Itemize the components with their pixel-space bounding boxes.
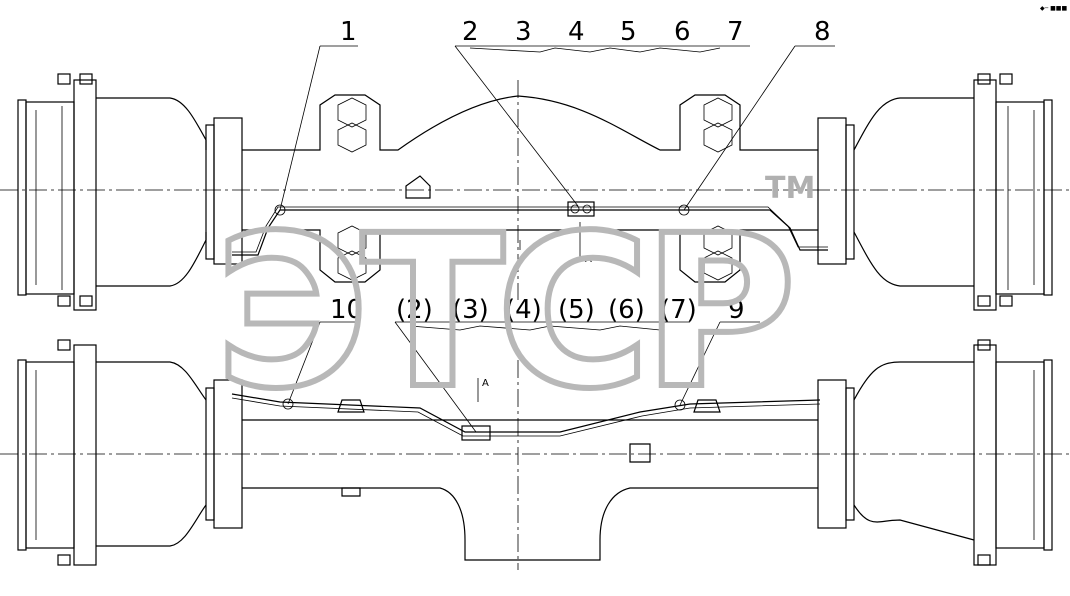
callout-5: 5	[620, 17, 637, 47]
callout-7-ref: (7)	[660, 295, 697, 325]
callout-7: 7	[727, 17, 744, 47]
leader-lines	[279, 45, 835, 433]
callout-6: 6	[674, 17, 691, 47]
callout-10: 10	[330, 295, 363, 325]
callout-5-ref: (5)	[558, 295, 595, 325]
callout-4: 4	[568, 17, 585, 47]
callout-2: 2	[462, 17, 479, 47]
watermark-tm: TM	[765, 171, 815, 206]
watermark: ЭТСР TM	[212, 171, 815, 438]
bottom-axle-view	[0, 339, 1070, 570]
callout-2-ref: (2)	[396, 295, 433, 325]
section-mark-a-top: A	[585, 254, 592, 265]
callout-3: 3	[515, 17, 532, 47]
callout-4-ref: (4)	[505, 295, 542, 325]
corner-mark: ◆─ ■■■	[1040, 5, 1067, 12]
section-mark-a-bottom: A	[482, 378, 489, 389]
callout-9: 9	[728, 295, 745, 325]
watermark-text: ЭТСР	[215, 190, 788, 435]
top-axle-view	[0, 73, 1070, 311]
callouts-top: 1 2 3 4 5 6 7 8	[340, 17, 831, 47]
callout-3-ref: (3)	[452, 295, 489, 325]
callout-8: 8	[814, 17, 831, 47]
callout-6-ref: (6)	[608, 295, 645, 325]
callouts-bottom: 10 (2) (3) (4) (5) (6) (7) 9	[330, 295, 745, 325]
callout-1: 1	[340, 17, 357, 47]
